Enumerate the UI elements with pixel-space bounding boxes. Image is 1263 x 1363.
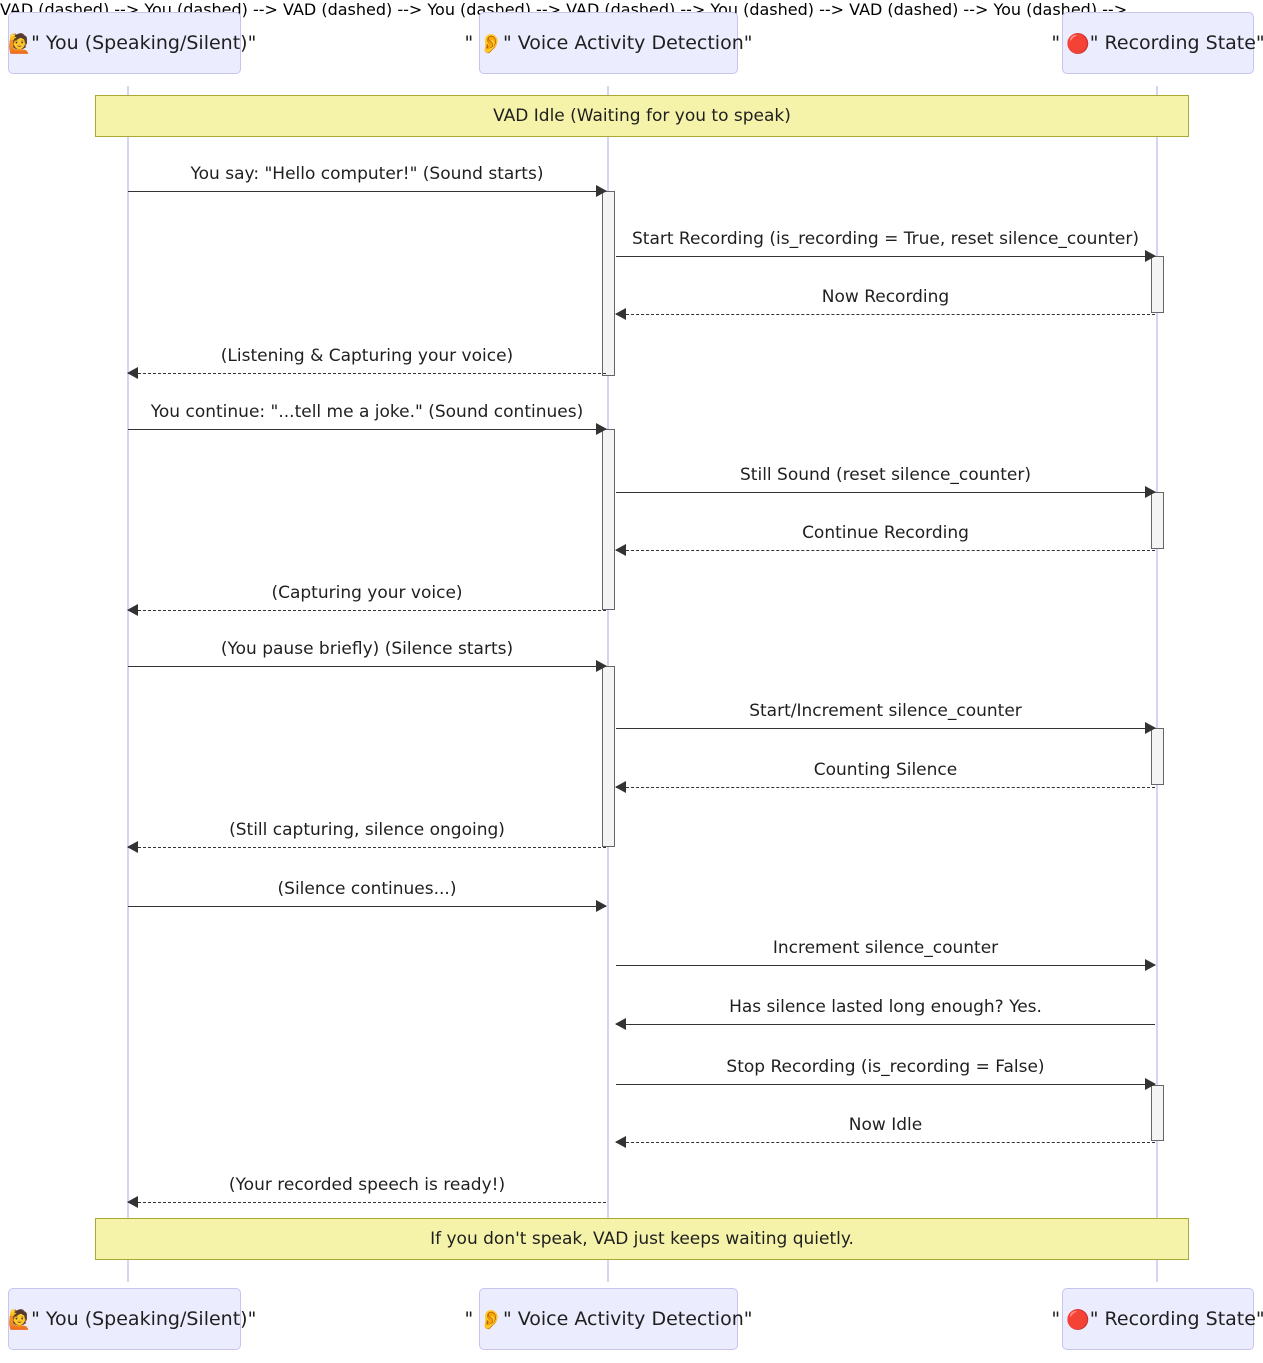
message-m13-line <box>128 906 606 907</box>
note-vad-idle-text: VAD Idle (Waiting for you to speak) <box>493 106 791 126</box>
message-m5-line <box>128 429 606 430</box>
note-vad-waiting-quietly: If you don't speak, VAD just keeps waiti… <box>95 1218 1189 1260</box>
message-m1-label: You say: "Hello computer!" (Sound starts… <box>190 164 544 184</box>
message-m1-arrowhead <box>596 185 607 197</box>
message-m6-arrowhead <box>1145 486 1156 498</box>
note-vad-waiting-quietly-text: If you don't speak, VAD just keeps waiti… <box>430 1229 854 1249</box>
participant-quote-open-rec-top: " <box>1051 32 1067 54</box>
participant-label-recording-state-bottom: " Recording State" <box>1089 1308 1263 1330</box>
participant-label-vad-top: " Voice Activity Detection" <box>502 32 753 54</box>
activation-recording-3 <box>1151 728 1164 785</box>
message-m8-label: (Capturing your voice) <box>271 583 463 603</box>
lifeline-recording-state <box>1156 86 1158 1282</box>
participant-box-vad-top[interactable]: " 👂 " Voice Activity Detection" <box>465 12 752 74</box>
participant-label-vad-bottom: " Voice Activity Detection" <box>502 1308 753 1330</box>
person-raising-hand-emoji: 🙋 <box>7 1308 32 1331</box>
activation-recording-1 <box>1151 256 1164 313</box>
red-circle-emoji: 🔴 <box>1066 1308 1090 1331</box>
participant-label-recording-state-top: " Recording State" <box>1089 32 1263 54</box>
message-m5-label: You continue: "...tell me a joke." (Soun… <box>150 402 584 422</box>
message-m10-line <box>616 728 1155 729</box>
message-m14-arrowhead <box>1145 959 1156 971</box>
message-m18-arrowhead <box>127 1196 138 1208</box>
message-m11-label: Counting Silence <box>813 760 958 780</box>
message-m15-line <box>616 1024 1155 1025</box>
message-m5-arrowhead <box>596 423 607 435</box>
participant-quote-open-rec-bottom: " <box>1051 1308 1067 1330</box>
message-m10-arrowhead <box>1145 722 1156 734</box>
red-circle-emoji: 🔴 <box>1066 32 1090 55</box>
message-m12-arrowhead <box>127 841 138 853</box>
activation-vad-1 <box>602 191 615 376</box>
message-m6-line <box>616 492 1155 493</box>
message-m13-arrowhead <box>596 900 607 912</box>
message-m16-arrowhead <box>1145 1078 1156 1090</box>
ear-emoji: 👂 <box>479 32 503 55</box>
message-m11-line <box>616 787 1155 788</box>
message-m2-arrowhead <box>1145 250 1156 262</box>
participant-quote-open-you-bottom: " <box>0 1308 7 1330</box>
message-m12-line <box>128 847 606 848</box>
message-m17-line <box>616 1142 1155 1143</box>
message-m12-label: (Still capturing, silence ongoing) <box>229 820 505 840</box>
message-m11-arrowhead <box>615 781 626 793</box>
participant-label-you-bottom: " You (Speaking/Silent)" <box>31 1308 257 1330</box>
message-m9-label: (You pause briefly) (Silence starts) <box>220 639 514 659</box>
activation-recording-4 <box>1151 1085 1164 1141</box>
message-m15-arrowhead <box>615 1018 626 1030</box>
message-m4-arrowhead <box>127 367 138 379</box>
message-m16-line <box>616 1084 1155 1085</box>
message-m6-label: Still Sound (reset silence_counter) <box>740 465 1031 485</box>
person-raising-hand-emoji: 🙋 <box>7 32 32 55</box>
participant-label-you-top: " You (Speaking/Silent)" <box>31 32 257 54</box>
message-m3-label: Now Recording <box>821 287 950 307</box>
message-m7-label: Continue Recording <box>802 523 969 543</box>
message-m2-label: Start Recording (is_recording = True, re… <box>632 229 1139 249</box>
message-m2-line <box>616 256 1155 257</box>
message-m17-label: Now Idle <box>848 1115 923 1135</box>
message-m18-label: (Your recorded speech is ready!) <box>228 1175 506 1195</box>
message-m3-arrowhead <box>615 308 626 320</box>
message-m14-line <box>616 965 1155 966</box>
message-m17-arrowhead <box>615 1136 626 1148</box>
participant-box-vad-bottom[interactable]: " 👂 " Voice Activity Detection" <box>465 1288 752 1350</box>
message-m4-line <box>128 373 606 374</box>
message-m7-arrowhead <box>615 544 626 556</box>
message-m3-line <box>616 314 1155 315</box>
participant-box-recording-state-top[interactable]: " 🔴 " Recording State" <box>1051 12 1263 74</box>
message-m4-label: (Listening & Capturing your voice) <box>220 346 514 366</box>
message-m15-label: Has silence lasted long enough? Yes. <box>729 997 1042 1017</box>
participant-box-you-bottom[interactable]: " 🙋 " You (Speaking/Silent)" <box>0 1288 256 1350</box>
message-m9-arrowhead <box>596 660 607 672</box>
participant-quote-open-you-top: " <box>0 32 7 54</box>
message-m18-line <box>128 1202 606 1203</box>
message-m9-line <box>128 666 606 667</box>
activation-vad-2 <box>602 429 615 610</box>
participant-quote-open-vad-top: " <box>464 32 480 54</box>
activation-vad-3 <box>602 666 615 847</box>
message-m8-arrowhead <box>127 604 138 616</box>
participant-box-you-top[interactable]: " 🙋 " You (Speaking/Silent)" <box>0 12 256 74</box>
message-m8-line <box>128 610 606 611</box>
message-m16-label: Stop Recording (is_recording = False) <box>726 1057 1045 1077</box>
ear-emoji: 👂 <box>479 1308 503 1331</box>
message-m10-label: Start/Increment silence_counter <box>749 701 1022 721</box>
lifeline-you <box>127 86 129 1282</box>
participant-box-recording-state-bottom[interactable]: " 🔴 " Recording State" <box>1051 1288 1263 1350</box>
message-m7-line <box>616 550 1155 551</box>
message-m13-label: (Silence continues...) <box>277 879 457 899</box>
message-m14-label: Increment silence_counter <box>772 938 999 958</box>
message-m1-line <box>128 191 606 192</box>
participant-quote-open-vad-bottom: " <box>464 1308 480 1330</box>
activation-recording-2 <box>1151 492 1164 549</box>
note-vad-idle: VAD Idle (Waiting for you to speak) <box>95 95 1189 137</box>
